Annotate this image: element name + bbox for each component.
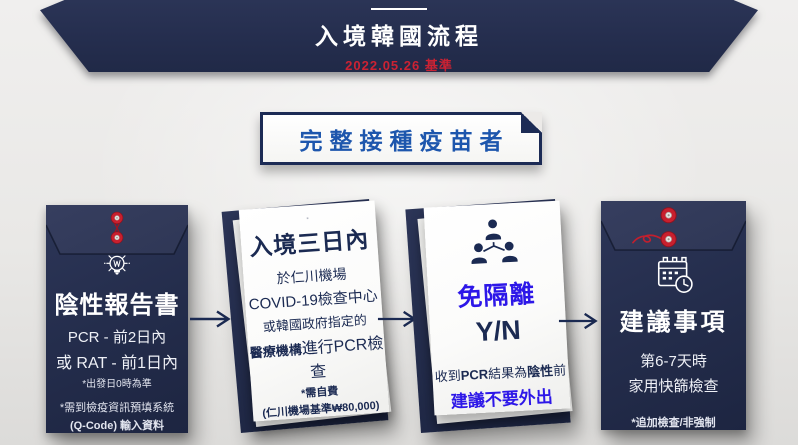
- step2-title: 入境三日內: [248, 226, 371, 261]
- step3-group: 免隔離 Y/N 收到PCR結果為陰性前 建議不要外出: [405, 196, 576, 438]
- step3-title: 免隔離: [456, 279, 537, 313]
- step2-line4a: 醫療機構: [249, 341, 303, 361]
- header-banner: 入境韓國流程 2022.05.26 基準: [40, 0, 758, 80]
- divider-line: [371, 8, 427, 10]
- step3-body-post: 前: [552, 362, 567, 379]
- people-group-icon: [471, 219, 518, 264]
- step3-paper: 免隔離 Y/N 收到PCR結果為陰性前 建議不要外出: [423, 200, 571, 416]
- step2-line1: 於仁川機場: [276, 265, 348, 287]
- step4-line1: 第6-7天時: [640, 353, 707, 370]
- vaccinated-badge-card: 完整接種疫苗者: [260, 112, 542, 165]
- date-note: 2022.05.26 基準: [345, 58, 453, 73]
- right-arrow-icon: [558, 312, 598, 330]
- step3-body-bold2: 陰性: [526, 363, 554, 380]
- step2-line4: 醫療機構進行PCR檢查: [248, 329, 387, 386]
- flowchart-document-icon: [306, 217, 309, 220]
- calendar-clock-icon: [657, 256, 693, 293]
- step1-title: 陰性報告書: [54, 292, 180, 319]
- step2-note1: *需自費: [300, 385, 339, 401]
- step3-body-mid: 結果為: [487, 364, 528, 382]
- folded-corner-icon: [521, 112, 542, 133]
- red-string-button-icon: [110, 211, 124, 244]
- envelope-flap: [46, 205, 188, 255]
- banner-ribbon: 入境韓國流程 2022.05.26 基準: [40, 0, 758, 72]
- step1-envelope: 陰性報告書 PCR - 前2日內 或 RAT - 前1日內 *出發日0時為準 *…: [46, 205, 188, 433]
- step3-subtitle: Y/N: [474, 314, 522, 348]
- step1-note2: *需到檢疫資訊預填系統: [59, 402, 175, 414]
- step4-title: 建議事項: [619, 309, 728, 336]
- step1-note1: *出發日0時為準: [82, 379, 152, 390]
- step4-envelope: 建議事項 第6-7天時 家用快篩檢查 *追加檢查/非強制: [601, 201, 746, 430]
- page-title: 入境韓國流程: [315, 23, 483, 49]
- badge-label: 完整接種疫苗者: [299, 127, 510, 154]
- step4-note1: *追加檢查/非強制: [631, 417, 716, 429]
- step2-group: 入境三日內 於仁川機場 COVID-19檢查中心 或韓國政府指定的 醫療機構進行…: [221, 196, 394, 438]
- red-string-button-untied-icon: [631, 207, 677, 248]
- step1-line2: 或 RAT - 前1日內: [55, 355, 179, 372]
- right-arrow-icon: [190, 310, 231, 328]
- lightbulb-icon: [104, 255, 130, 275]
- step1-note3: (Q-Code) 輸入資料: [69, 420, 165, 432]
- step1-line1: PCR - 前2日內: [67, 329, 167, 346]
- step2-line4b: 進行PCR檢查: [301, 335, 384, 382]
- step3-body-pre: 收到: [434, 368, 462, 385]
- step2-paper: 入境三日內 於仁川機場 COVID-19檢查中心 或韓國政府指定的 醫療機構進行…: [238, 200, 390, 422]
- step3-body-bold1: PCR: [460, 366, 489, 383]
- step3-highlight: 建議不要外出: [450, 387, 554, 412]
- step4-line2: 家用快篩檢查: [628, 378, 719, 395]
